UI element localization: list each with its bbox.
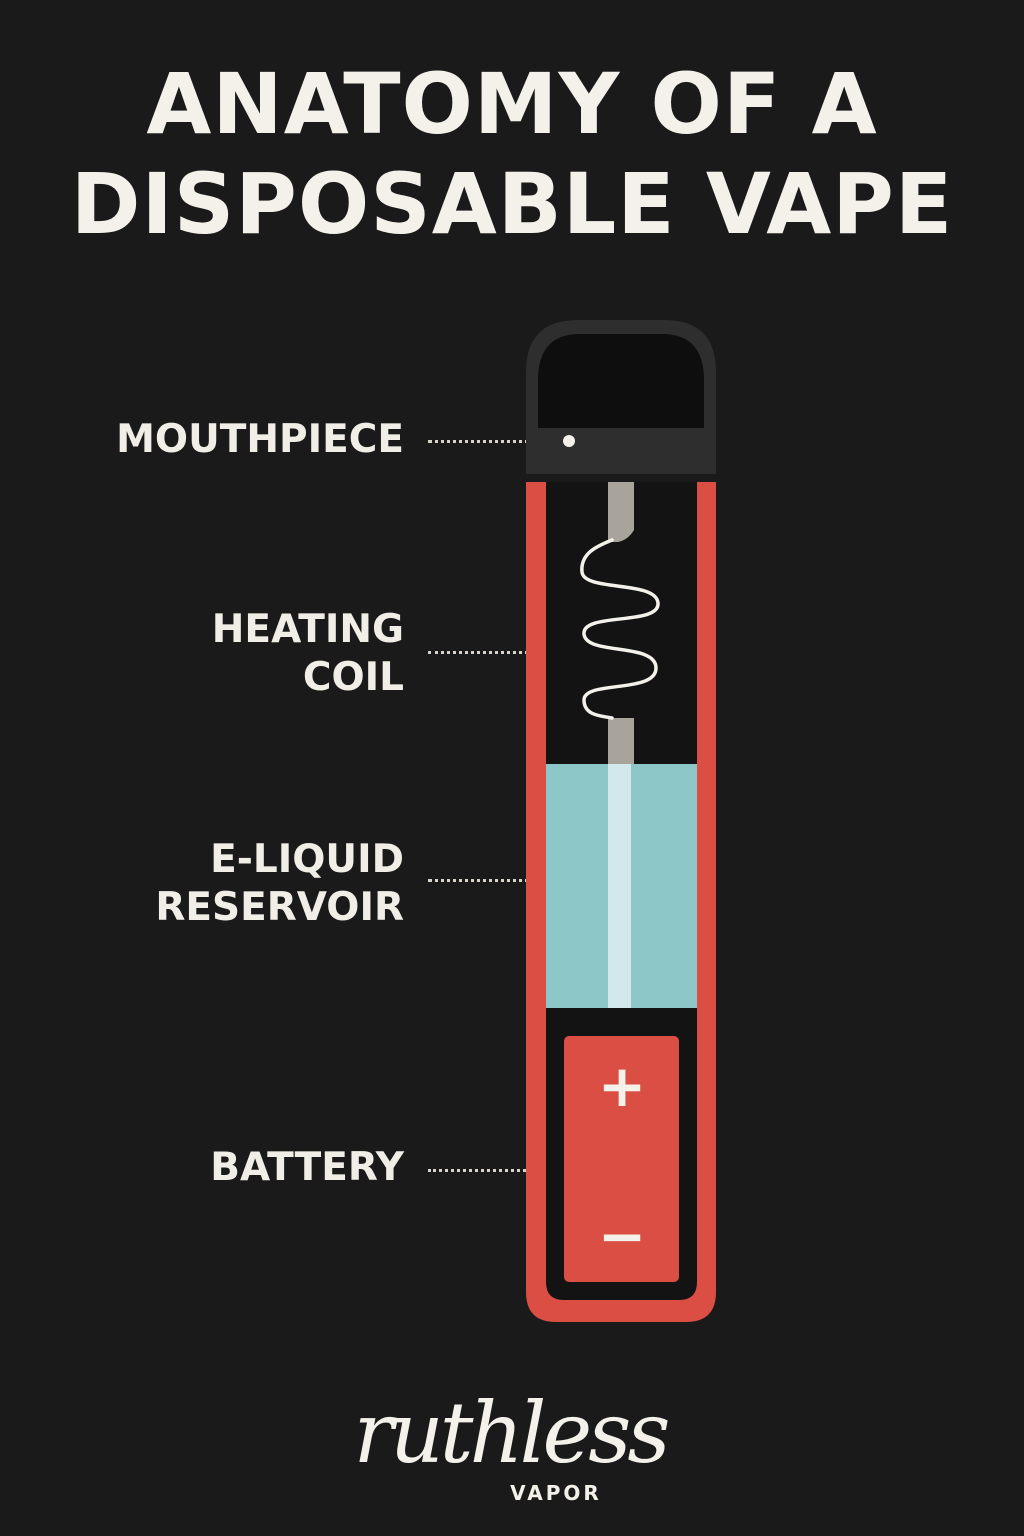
label-heating-coil-line-2: COIL [302, 655, 404, 700]
wick [608, 764, 631, 1008]
mouthpiece-opening [538, 334, 704, 428]
battery-positive-symbol: + [598, 1052, 647, 1120]
coil-post-top [608, 482, 634, 542]
leader-line-heating-coil [428, 651, 564, 654]
label-eliquid-line-1: E-LIQUID [210, 837, 404, 882]
coil-post-bottom [608, 718, 634, 764]
label-mouthpiece: MOUTHPIECE [116, 416, 404, 464]
leader-line-mouthpiece [428, 440, 566, 443]
logo-wordmark: ruthless VAPOR [354, 1384, 673, 1505]
leader-line-eliquid-reservoir [428, 879, 578, 882]
label-heating-coil: HEATING COIL [212, 606, 404, 702]
page-title-line-2: DISPOSABLE VAPE [70, 155, 954, 253]
label-heating-coil-line-1: HEATING [211, 607, 404, 652]
logo-brand-text: ruthless [354, 1384, 669, 1482]
label-mouthpiece-text: MOUTHPIECE [116, 417, 404, 462]
label-battery-text: BATTERY [210, 1145, 404, 1190]
heating-coil [580, 538, 660, 720]
page-title-line-1: ANATOMY OF A [146, 55, 878, 153]
mouthpiece-pointer-dot [563, 435, 575, 447]
battery-negative-symbol: − [598, 1202, 647, 1270]
ruthless-vapor-logo: ruthless VAPOR [0, 1370, 1024, 1524]
battery [564, 1036, 679, 1282]
label-eliquid-line-2: RESERVOIR [155, 885, 404, 930]
leader-line-battery [428, 1169, 550, 1172]
label-battery: BATTERY [210, 1144, 404, 1192]
logo-sub-text: VAPOR [510, 1481, 602, 1505]
label-eliquid-reservoir: E-LIQUID RESERVOIR [155, 836, 404, 932]
